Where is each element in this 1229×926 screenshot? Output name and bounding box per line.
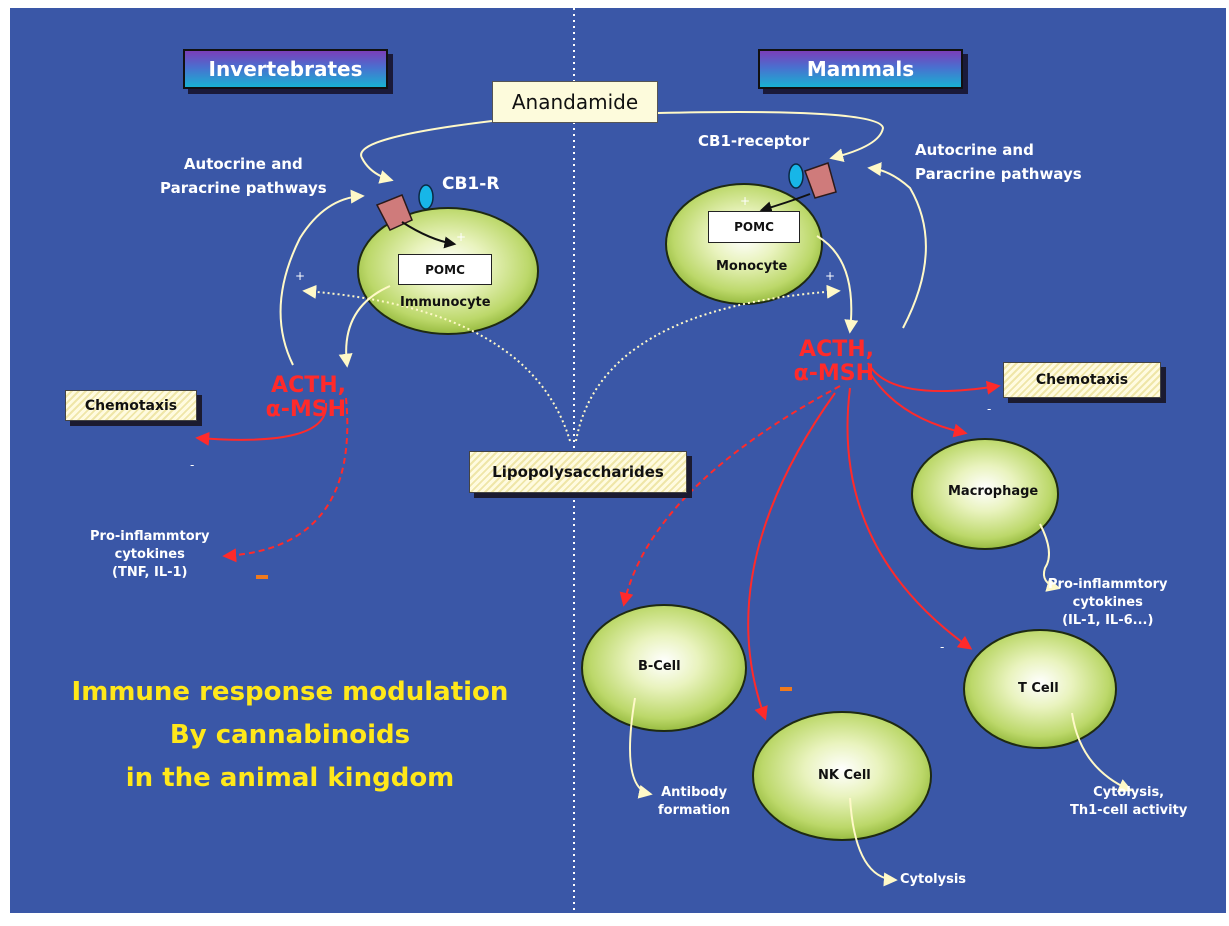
right-nk-cell-red-arrow <box>747 392 836 721</box>
t-cell-cytolysis-arrow <box>1071 712 1133 792</box>
cb1-r-receptor-icon <box>375 184 434 231</box>
left-cytokines-red-dashed-arrow <box>222 397 349 563</box>
right-cytokines-line-3: (IL-1, IL-6...) <box>1062 613 1154 628</box>
right-lps-plus-sign: + <box>825 269 836 283</box>
t-cell-label: T Cell <box>1018 681 1059 696</box>
nk-cell <box>752 711 932 841</box>
right-autocrine-label: Autocrine and Paracrine pathways <box>915 138 1082 186</box>
anandamide-right-arrow <box>657 111 885 163</box>
left-pomc-plus-sign: + <box>456 230 467 244</box>
left-lps-plus-sign: + <box>295 269 306 283</box>
right-t-cell-red-arrow <box>846 387 973 650</box>
cb1-receptor-label: CB1-receptor <box>698 132 810 150</box>
invertebrates-header: Invertebrates <box>183 49 388 89</box>
antibody-line-2: formation <box>658 803 731 818</box>
title-line-3: in the animal kingdom <box>125 763 455 793</box>
right-macrophage-red-arrow <box>869 372 968 438</box>
cb1-r-to-pomc-arrow <box>401 221 457 249</box>
diagram-arrows <box>195 8 1133 913</box>
right-hormone-msh: α-MSH <box>793 361 874 386</box>
right-b-cell-red-dashed-arrow <box>619 385 841 607</box>
monocyte-label: Monocyte <box>716 259 788 274</box>
t-cell-effect-line-2: Th1-cell activity <box>1070 803 1188 818</box>
left-hormone-acth: ACTH, <box>271 373 346 398</box>
right-hormone-acth: ACTH, <box>799 337 874 362</box>
nk-cytolysis-label: Cytolysis <box>900 872 967 887</box>
slide-title: Immune response modulation By cannabinoi… <box>60 671 520 800</box>
left-cytokines-line-3: (TNF, IL-1) <box>112 565 188 580</box>
b-cell-antibody-arrow <box>629 697 653 799</box>
left-autocrine-label: Autocrine and Paracrine pathways <box>160 152 327 200</box>
anandamide-label: Anandamide <box>492 81 658 123</box>
left-pomc-to-hormones-arrow <box>338 285 391 368</box>
cb1-receptor-to-pomc-arrow <box>759 193 811 214</box>
left-pomc-box: POMC <box>398 254 492 285</box>
right-autocrine-line-2: Paracrine pathways <box>915 165 1082 183</box>
right-chemotaxis-red-arrow <box>867 362 1001 395</box>
left-cytokines-line-1: Pro-inflammtory <box>90 529 210 544</box>
nk-cell-label: NK Cell <box>818 768 871 783</box>
right-chemotaxis-minus-sign: - <box>987 402 992 416</box>
left-hormone-msh: α-MSH <box>265 397 346 422</box>
left-chemotaxis-minus-sign: - <box>190 458 195 472</box>
right-cytokines-line-2: cytokines <box>1072 595 1143 610</box>
diagram-slide: Invertebrates Mammals Anandamide Autocri… <box>10 8 1226 913</box>
anandamide-left-arrow <box>360 120 493 184</box>
t-cell <box>963 629 1117 749</box>
macrophage-cytokines-arrow <box>1039 523 1061 592</box>
right-cytokines-line-1: Pro-inflammtory <box>1048 577 1168 592</box>
cb1-r-label: CB1-R <box>442 174 500 194</box>
nk-cell-cytolysis-arrow <box>849 797 898 887</box>
immunocyte-label: Immunocyte <box>400 295 491 310</box>
macrophage-cell <box>911 438 1059 550</box>
right-pomc-box: POMC <box>708 211 800 243</box>
right-hormones-label: ACTH, α-MSH <box>774 338 874 386</box>
title-line-2: By cannabinoids <box>169 720 411 750</box>
right-cytokines-label: Pro-inflammtory cytokines (IL-1, IL-6...… <box>1048 576 1168 630</box>
antibody-line-1: Antibody <box>661 785 728 800</box>
left-autocrine-line-2: Paracrine pathways <box>160 179 327 197</box>
left-cytokines-label: Pro-inflammtory cytokines (TNF, IL-1) <box>90 528 210 582</box>
left-autocrine-arrow <box>279 189 365 366</box>
t-cell-minus-sign: - <box>940 640 945 654</box>
nk-cell-minus-mark <box>780 687 792 691</box>
lps-right-dotted-arrow <box>575 284 841 442</box>
antibody-label: Antibody formation <box>658 784 730 820</box>
lipopolysaccharides-box: Lipopolysaccharides <box>469 451 687 493</box>
right-pomc-plus-sign: + <box>740 194 751 208</box>
right-pomc-to-hormones-arrow <box>816 235 859 334</box>
left-cytokines-minus-mark <box>256 575 268 579</box>
left-chemotaxis-red-arrow <box>195 402 328 446</box>
t-cell-effect-line-1: Cytolysis, <box>1093 785 1165 800</box>
left-hormones-label: ACTH, α-MSH <box>246 374 346 422</box>
mammals-header: Mammals <box>758 49 963 89</box>
cb1-receptor-icon <box>788 162 837 199</box>
b-cell <box>581 604 747 732</box>
left-autocrine-line-1: Autocrine and <box>183 155 303 173</box>
right-autocrine-line-1: Autocrine and <box>915 141 1034 159</box>
title-line-1: Immune response modulation <box>71 677 509 707</box>
left-cytokines-line-2: cytokines <box>114 547 185 562</box>
lps-left-dotted-arrow <box>302 284 571 442</box>
b-cell-label: B-Cell <box>638 659 681 674</box>
t-cell-effect-label: Cytolysis, Th1-cell activity <box>1070 784 1187 820</box>
macrophage-label: Macrophage <box>948 484 1039 499</box>
right-chemotaxis-box: Chemotaxis <box>1003 362 1161 398</box>
right-autocrine-arrow <box>867 162 927 329</box>
left-chemotaxis-box: Chemotaxis <box>65 390 197 421</box>
